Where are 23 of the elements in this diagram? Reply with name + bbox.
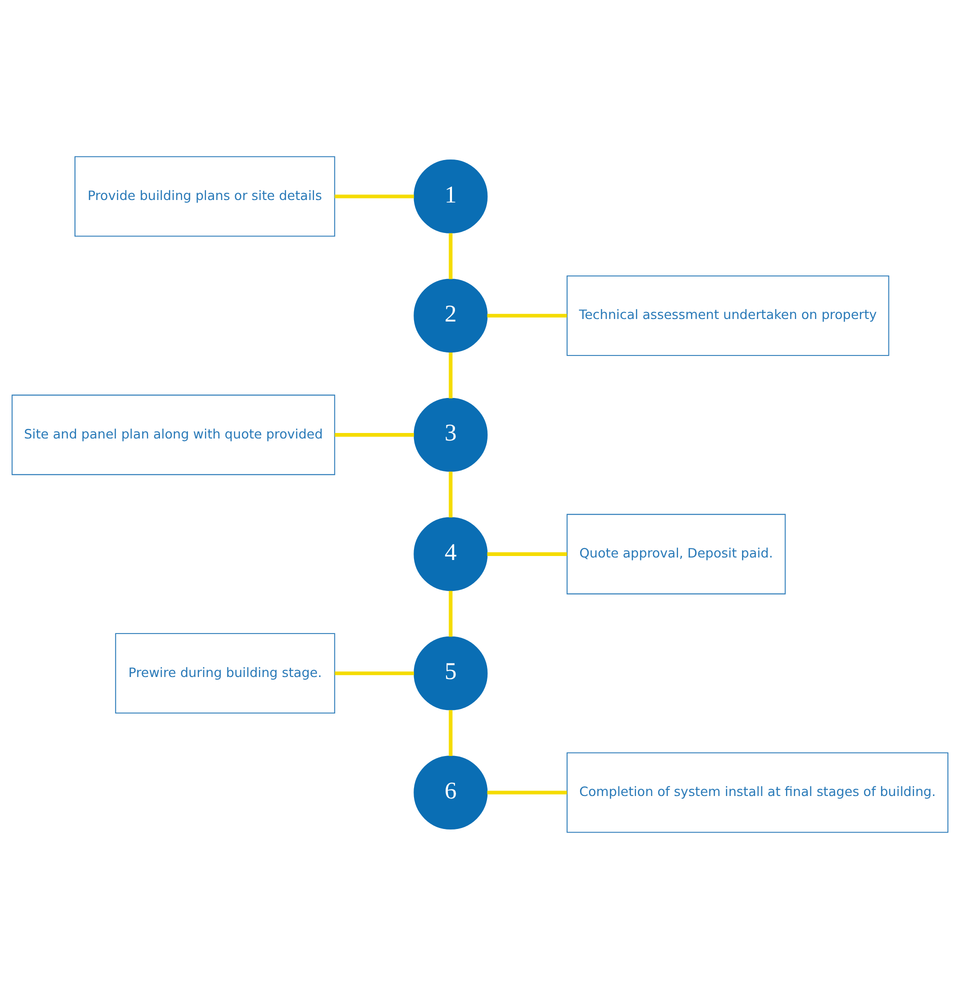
node-box: Completion of system install at final stages of building. [566, 752, 948, 832]
connector [334, 670, 414, 675]
node-circle: 6 [414, 755, 488, 830]
node-circle: 4 [414, 516, 488, 591]
node-box: Provide building plans or site details [74, 156, 336, 236]
connector [448, 710, 452, 756]
node-box: Quote approval, Deposit paid. [566, 513, 786, 594]
connector [334, 194, 414, 198]
connector [487, 552, 567, 556]
connector [487, 790, 567, 794]
node-box: Technical assessment undertaken on property [566, 274, 890, 356]
connector [448, 590, 452, 636]
connector [334, 432, 414, 436]
connector [448, 352, 452, 398]
connector [487, 313, 567, 318]
node-circle: 1 [414, 158, 488, 233]
node-circle: 3 [414, 397, 488, 472]
connector [448, 471, 452, 518]
node-circle: 5 [414, 636, 488, 710]
node-box: Site and panel plan along with quote provided [12, 394, 336, 475]
node-circle: 2 [414, 278, 488, 352]
connector [448, 232, 452, 279]
node-box: Prewire during building stage. [115, 632, 336, 714]
